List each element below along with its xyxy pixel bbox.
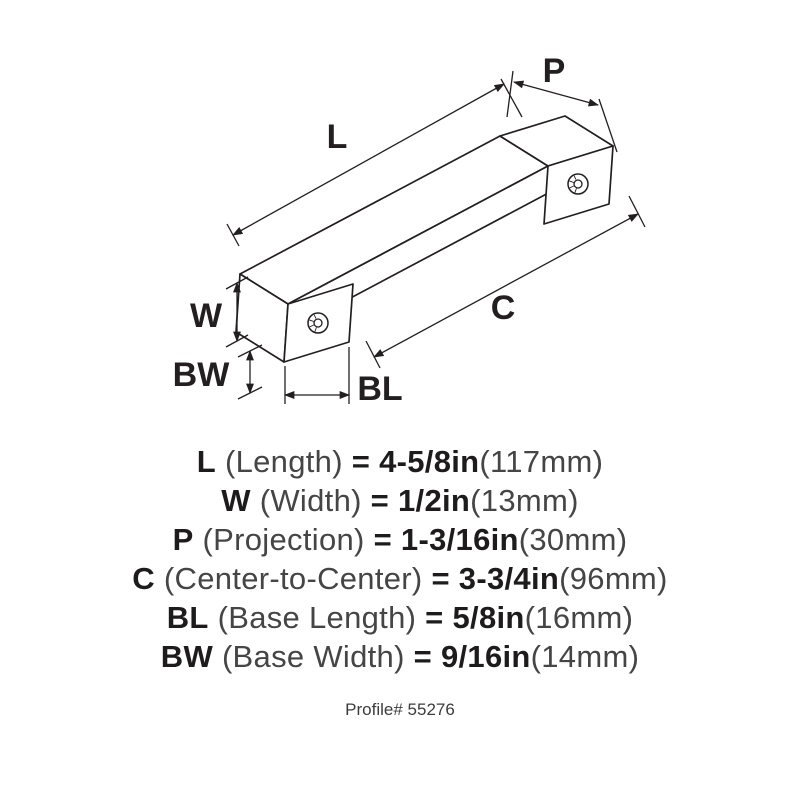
screw-hole-outer [567,173,589,195]
label-length: L [327,118,348,156]
dimension-arrow-line [232,83,505,236]
legend-row-length: L (Length) = 4-5/8in(117mm) [0,442,800,481]
legend-equals: = [413,639,433,674]
legend-value: 1/2in [398,483,471,518]
label-base-width: BW [173,356,231,394]
legend-value: 3-3/4in [458,561,560,596]
legend-equals: = [351,444,371,479]
legend-value: 4-5/8in [379,444,480,479]
legend-abbr: C [132,561,155,596]
dimension-l [226,78,523,247]
extension-line [628,195,646,228]
legend-row-base-width: BW (Base Width) = 9/16in(14mm) [0,637,800,676]
profile-number: Profile# 55276 [345,700,455,719]
legend-equals: = [373,522,392,557]
dimension-arrow-line [512,80,600,107]
extension-line [365,340,381,369]
screw-hole-inner [313,318,323,328]
legend-label: (Width) [259,483,362,518]
right-foot-front-face [543,145,614,225]
pull-handle-drawing [235,115,614,363]
thread-hatch [569,175,577,193]
bar-top-face [239,135,549,305]
label-projection: P [543,52,566,90]
legend-label: (Base Length) [217,600,417,635]
legend-abbr: W [221,483,251,518]
legend-row-base-length: BL (Base Length) = 5/8in(16mm) [0,598,800,637]
left-foot-front-face [283,283,354,363]
legend-equals: = [431,561,450,596]
screw-hole-inner [573,179,583,189]
legend-metric: (96mm) [559,561,668,596]
legend-equals: = [425,600,444,635]
legend-label: (Base Width) [221,639,405,674]
legend-row-width: W (Width) = 1/2in(13mm) [0,481,800,520]
dimension-arrow-line [373,213,639,358]
legend-metric: (14mm) [530,639,640,674]
legend-equals: = [370,483,390,518]
legend-label: (Length) [224,444,343,479]
label-base-length: BL [357,370,402,408]
legend-row-projection: P (Projection) = 1-3/16in(30mm) [0,520,800,559]
legend-row-center-to-center: C (Center-to-Center) = 3-3/4in(96mm) [0,559,800,598]
screw-hole-right [567,173,589,195]
legend-label: (Projection) [202,522,365,557]
dimension-p [506,70,618,153]
dimension-bw [237,344,263,400]
dimension-bl [283,347,351,404]
label-center-to-center: C [491,289,516,327]
legend-metric: (117mm) [479,444,604,479]
legend-value: 9/16in [440,639,531,674]
legend-abbr: BL [166,600,209,635]
dimension-lines [225,70,646,404]
dimension-w [225,276,249,348]
dimension-labels: L P W BW BL C [173,52,566,408]
screw-hole-left [307,312,329,334]
legend-abbr: P [172,522,194,557]
extension-line [598,98,618,153]
thread-hatch [309,314,317,332]
legend-metric: (13mm) [470,483,579,518]
legend-abbr: L [196,444,217,479]
legend-value: 1-3/16in [400,522,519,557]
legend-abbr: BW [160,639,214,674]
legend-metric: (30mm) [518,522,628,557]
dimension-legend: L (Length) = 4-5/8in(117mm) W (Width) = … [0,442,800,676]
extension-line [506,70,514,118]
dimension-c [365,195,646,369]
legend-value: 5/8in [452,600,525,635]
screw-hole-outer [307,312,329,334]
legend-metric: (16mm) [524,600,634,635]
dimension-diagram: L P W BW BL C [173,52,646,408]
legend-label: (Center-to-Center) [163,561,423,596]
label-width: W [190,297,223,335]
